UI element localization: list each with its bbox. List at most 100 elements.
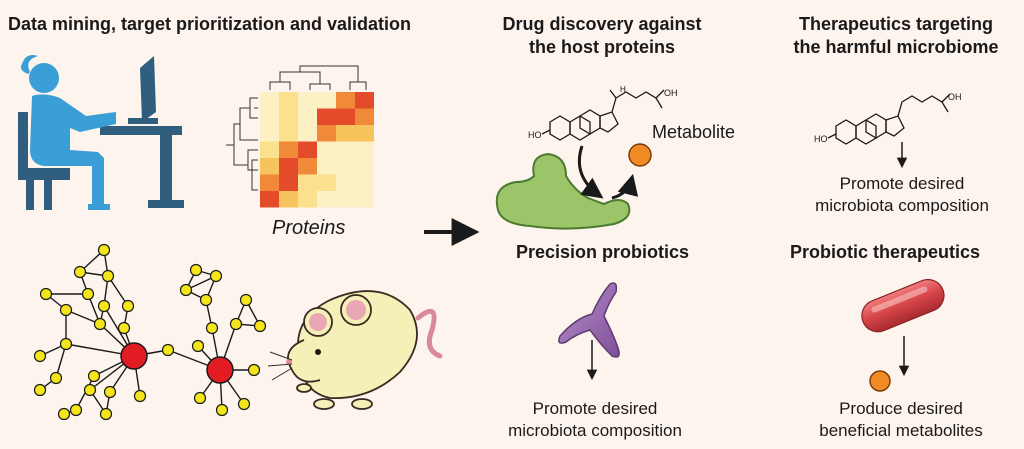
- network-node: [237, 397, 251, 411]
- network-node: [229, 317, 243, 331]
- metabolite-circle: [628, 143, 652, 167]
- panel3-outcome-line1: Promote desired: [839, 174, 965, 193]
- heatmap-cell: [260, 92, 279, 109]
- heatmap-cell: [336, 108, 355, 125]
- panel3-title-line2: the harmful microbiome: [793, 37, 999, 57]
- precision-probiotic-icon: [558, 282, 620, 358]
- heatmap-cell: [355, 174, 374, 191]
- heatmap-cells: [260, 92, 374, 208]
- network-hub-node: [120, 342, 148, 370]
- network-node: [87, 369, 101, 383]
- heatmap-cell: [336, 158, 355, 175]
- network-hub-node: [206, 356, 234, 384]
- network-node: [33, 383, 47, 397]
- network-node: [33, 349, 47, 363]
- network-node: [103, 385, 117, 399]
- network-node: [253, 319, 267, 333]
- panel1-title: Data mining, target prioritization and v…: [8, 14, 412, 34]
- heatmap-cell: [279, 125, 298, 142]
- heatmap-cell: [336, 174, 355, 191]
- network-node: [69, 403, 83, 417]
- network-node: [83, 383, 97, 397]
- heatmap-column-dendrogram: [269, 65, 367, 90]
- heatmap-cell: [298, 108, 317, 125]
- network-node: [199, 293, 213, 307]
- proteins-label: Proteins: [272, 217, 346, 239]
- heatmap-cell: [317, 141, 336, 158]
- panel2-title-line1: Drug discovery against: [502, 14, 702, 34]
- heatmap-cell: [317, 108, 336, 125]
- molecule-oh-label: OH: [664, 88, 678, 98]
- heatmap-cell: [336, 92, 355, 109]
- heatmap-cell: [298, 141, 317, 158]
- heatmap-cell: [260, 191, 279, 208]
- heatmap-cell: [279, 158, 298, 175]
- molecule2-ho-label: HO: [814, 134, 828, 144]
- network-edge: [65, 309, 101, 325]
- network-node: [73, 265, 87, 279]
- binding-arrow: [577, 145, 604, 199]
- person-at-computer-icon: [18, 55, 184, 210]
- heatmap-row-dendrogram: [226, 97, 258, 191]
- heatmap-cell: [298, 92, 317, 109]
- heatmap-cell: [355, 158, 374, 175]
- network-node: [189, 263, 203, 277]
- network-node: [101, 269, 115, 283]
- probiotic-capsule-icon: [861, 278, 945, 333]
- network-node: [121, 299, 135, 313]
- host-protein-blob: [495, 152, 631, 230]
- network-node: [161, 343, 175, 357]
- heatmap-cell: [336, 191, 355, 208]
- metabolite-circle-2: [869, 370, 891, 392]
- network-node: [205, 321, 219, 335]
- network-node: [49, 371, 63, 385]
- mouse-model-icon: [267, 290, 443, 410]
- molecule-h-label: H: [620, 85, 626, 94]
- panel2-outcome-line2: microbiota composition: [508, 421, 682, 440]
- network-node: [93, 317, 107, 331]
- release-arrow: [611, 173, 639, 200]
- heatmap-cell: [260, 108, 279, 125]
- network-node: [117, 321, 131, 335]
- heatmap-cell: [317, 158, 336, 175]
- heatmap-cell: [355, 92, 374, 109]
- panel3-outcome-line2: microbiota composition: [815, 196, 989, 215]
- network-node: [179, 283, 193, 297]
- metabolite-label: Metabolite: [652, 122, 736, 142]
- heatmap-cell: [260, 141, 279, 158]
- network-node: [247, 363, 261, 377]
- heatmap-cell: [298, 174, 317, 191]
- panel2-title-line2: the host proteins: [528, 37, 675, 57]
- network-node: [209, 269, 223, 283]
- panel3-product-line1: Produce desired: [839, 399, 963, 418]
- heatmap-cell: [336, 141, 355, 158]
- heatmap-cell: [279, 108, 298, 125]
- protein-interaction-network: [33, 243, 267, 421]
- network-node: [81, 287, 95, 301]
- panel3-title-line1: Therapeutics targeting: [798, 14, 994, 34]
- heatmap-cell: [279, 191, 298, 208]
- network-node: [57, 407, 71, 421]
- network-node: [133, 389, 147, 403]
- precision-probiotics-title: Precision probiotics: [516, 242, 690, 262]
- heatmap-cell: [336, 125, 355, 142]
- network-node: [191, 339, 205, 353]
- probiotic-therapeutics-title: Probiotic therapeutics: [790, 242, 981, 262]
- panel3-product-line2: beneficial metabolites: [819, 421, 983, 440]
- molecule2-oh-label: OH: [948, 92, 962, 102]
- heatmap-cell: [279, 174, 298, 191]
- network-node: [59, 337, 73, 351]
- heatmap-cell: [279, 141, 298, 158]
- network-node: [193, 391, 207, 405]
- sterol-molecule-structure-2: [827, 93, 951, 145]
- protein-heatmap: [226, 65, 374, 208]
- network-node: [239, 293, 253, 307]
- heatmap-cell: [317, 191, 336, 208]
- heatmap-cell: [355, 191, 374, 208]
- heatmap-cell: [260, 158, 279, 175]
- network-node: [39, 287, 53, 301]
- network-node: [97, 243, 111, 257]
- sterol-molecule-structure: [541, 89, 665, 141]
- heatmap-cell: [355, 125, 374, 142]
